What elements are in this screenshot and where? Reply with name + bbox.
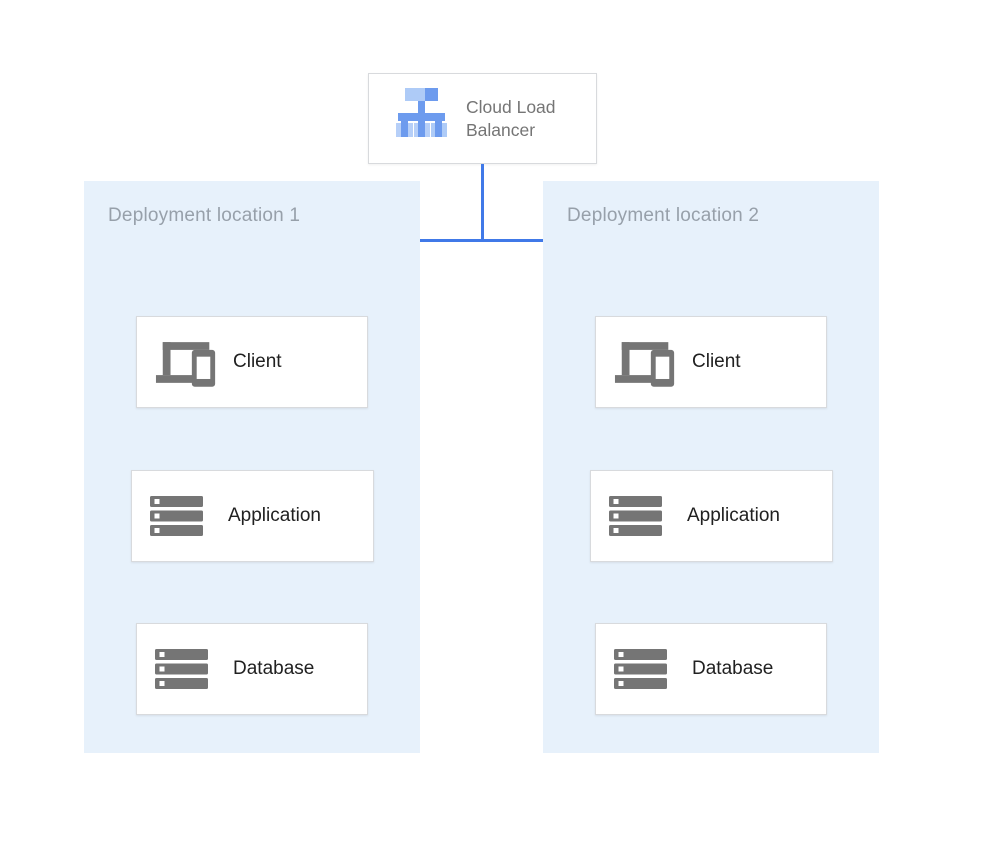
server-stack-icon: [609, 496, 675, 536]
node-database-1: Database: [136, 623, 368, 715]
connector-lb-stem: [481, 164, 484, 240]
cloud-load-balancer-label: Cloud Load Balancer: [466, 96, 556, 140]
cloud-load-balancer-icon: [391, 85, 451, 152]
zone-title: Deployment location 1: [108, 205, 301, 226]
node-label: Client: [233, 351, 282, 372]
devices-icon: [614, 338, 680, 387]
server-stack-icon: [614, 649, 680, 689]
node-database-2: Database: [595, 623, 827, 715]
node-application-1: Application: [131, 470, 374, 562]
node-client-1: Client: [136, 316, 368, 408]
node-label: Client: [692, 351, 741, 372]
devices-icon: [155, 338, 221, 387]
node-label: Application: [228, 505, 321, 526]
connector-branch: [250, 239, 712, 242]
node-label: Application: [687, 505, 780, 526]
zone-title: Deployment location 2: [567, 205, 760, 226]
node-label: Database: [233, 658, 315, 679]
server-stack-icon: [155, 649, 221, 689]
node-label: Database: [692, 658, 774, 679]
server-stack-icon: [150, 496, 216, 536]
node-client-2: Client: [595, 316, 827, 408]
cloud-load-balancer-node: Cloud Load Balancer: [368, 73, 597, 164]
node-application-2: Application: [590, 470, 833, 562]
